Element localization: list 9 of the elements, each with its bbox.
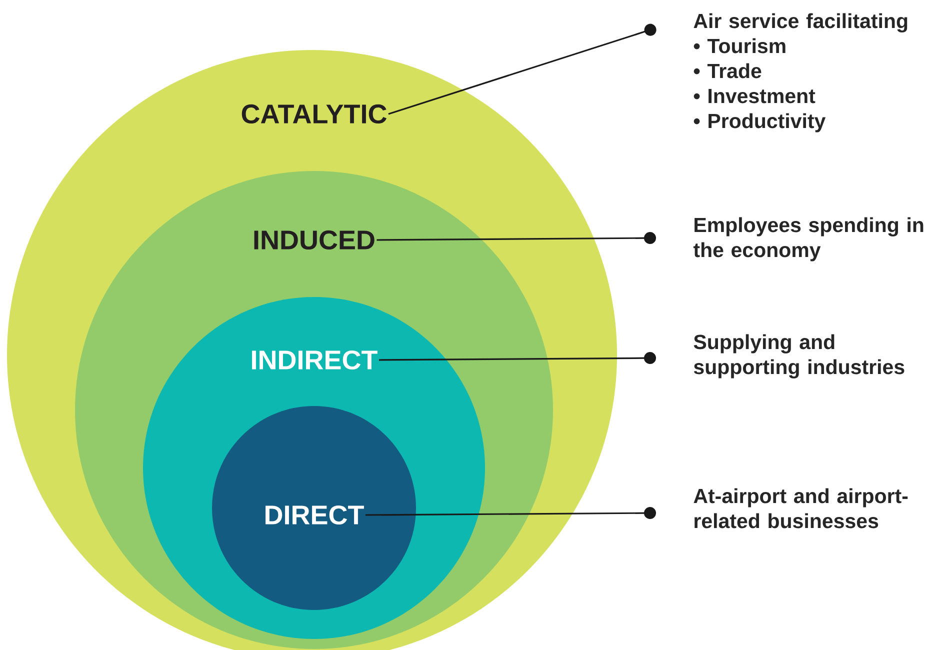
- description-text: Supplying and supporting industries: [694, 334, 904, 378]
- description-text: Employees spending in the economy: [693, 217, 924, 262]
- leader-line: [388, 24, 656, 115]
- ring-area: DIRECT: [212, 406, 416, 610]
- description-text: At-airport and airport-related businesses: [694, 488, 908, 528]
- leader-line: [365, 507, 656, 520]
- leader-line: [378, 352, 656, 364]
- leader-line: [376, 232, 656, 244]
- description-text: Air service facilitating • Tourism • Trade • Investment • Productivity: [694, 13, 908, 132]
